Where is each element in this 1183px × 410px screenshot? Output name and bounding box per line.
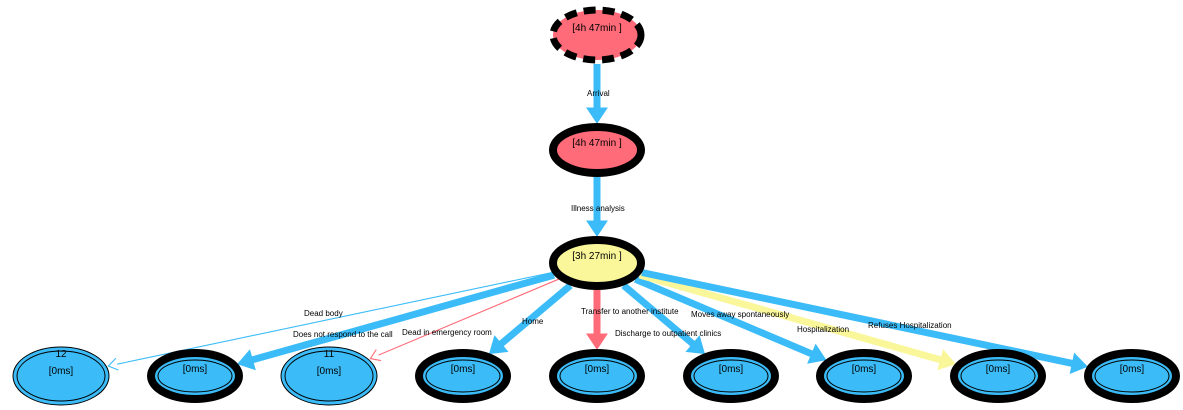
no-response-node[interactable]: [0ms] — [147, 349, 243, 403]
node-duration-label: [0ms] — [1120, 364, 1145, 375]
node-inner-ring — [16, 350, 106, 402]
node-duration-label: [4h 47min ] — [572, 138, 622, 149]
node-shape — [549, 123, 645, 177]
node-shape — [280, 346, 378, 406]
edges-layer — [107, 64, 1088, 375]
edge-label: Home — [522, 317, 544, 326]
analysis-node[interactable]: [3h 27min ] — [549, 236, 645, 290]
edge-label: Arrival — [587, 89, 610, 98]
edge-n3-nF — [638, 271, 956, 371]
edge-n3-nB — [488, 282, 573, 355]
node-inner-ring — [559, 359, 635, 393]
edge-arrowhead — [107, 357, 119, 371]
node-duration-label: [0ms] — [49, 366, 74, 377]
edge-arrowhead — [488, 335, 509, 355]
node-duration-label: [0ms] — [317, 366, 342, 377]
edge-n3-n12 — [107, 271, 553, 371]
edge-label: Does not respond to the call — [293, 330, 393, 339]
hospitalization-node[interactable]: [0ms] — [950, 349, 1046, 403]
edge-arrowhead — [586, 220, 608, 237]
edge-arrowhead — [237, 349, 256, 371]
outpatient-node[interactable]: [0ms] — [683, 349, 779, 403]
edge-label: Discharge to outpatient clinics — [615, 329, 721, 338]
edge-n3-nC — [586, 290, 608, 350]
node-duration-label: [0ms] — [719, 364, 744, 375]
edge-n1-n2 — [586, 64, 608, 124]
node-inner-ring — [425, 359, 501, 393]
edge-label: Dead in emergency room — [402, 328, 492, 337]
node-number: 12 — [55, 349, 67, 360]
node-shape — [415, 349, 511, 403]
node-inner-ring — [157, 359, 233, 393]
edge-label: Dead body — [304, 309, 343, 318]
node-shape — [950, 349, 1046, 403]
edge-line — [633, 276, 814, 358]
edge-line — [498, 282, 573, 347]
edge-n3-nG — [641, 269, 1088, 375]
node-inner-ring — [693, 359, 769, 393]
dead-body-node[interactable]: 12 [0ms] — [12, 346, 110, 406]
edge-arrowhead — [685, 335, 706, 355]
edge-line — [641, 269, 1074, 367]
node-inner-ring — [284, 350, 374, 402]
edge-arrowhead — [937, 349, 956, 371]
nodes-layer: [4h 47min ] [4h 47min ] [3h 27min ] 12 [0ms]… — [12, 6, 1180, 406]
node-inner-ring — [960, 359, 1036, 393]
node-shape — [147, 349, 243, 403]
edge-line — [638, 271, 942, 364]
edge-arrowhead — [807, 343, 827, 364]
edge-arrowhead — [586, 333, 608, 350]
node-duration-label: [3h 27min ] — [572, 251, 622, 262]
dead-in-emergency-node[interactable]: 11 [0ms] — [280, 346, 378, 406]
node-inner-ring — [1094, 359, 1170, 393]
node-shape — [816, 349, 912, 403]
node-shape — [549, 6, 645, 64]
arrival-node[interactable]: [4h 47min ] — [549, 123, 645, 177]
edge-n2-n3 — [586, 177, 608, 237]
node-shape — [1084, 349, 1180, 403]
node-duration-label: [0ms] — [451, 364, 476, 375]
edge-label: Transfer to another institute — [581, 307, 679, 316]
node-duration-label: [4h 47min ] — [572, 23, 622, 34]
edge-label: Illness analysis — [571, 204, 625, 213]
node-duration-label: [0ms] — [852, 364, 877, 375]
node-shape — [683, 349, 779, 403]
refuses-hospitalization-node[interactable]: [0ms] — [1084, 349, 1180, 403]
moves-away-node[interactable]: [0ms] — [816, 349, 912, 403]
node-duration-label: [0ms] — [986, 364, 1011, 375]
edge-label: Moves away spontaneously — [691, 310, 789, 319]
edge-line — [378, 278, 559, 356]
node-shape — [12, 346, 110, 406]
node-shape — [549, 349, 645, 403]
edge-n3-nD — [621, 282, 706, 355]
node-shape — [549, 236, 645, 290]
edge-label: Hospitalization — [797, 325, 849, 334]
edge-arrowhead — [586, 107, 608, 124]
start-node[interactable]: [4h 47min ] — [549, 6, 645, 64]
edge-n3-nA — [237, 271, 556, 371]
edge-arrowhead — [369, 349, 382, 362]
node-duration-label: [0ms] — [183, 364, 208, 375]
edge-line — [117, 271, 553, 365]
node-inner-ring — [826, 359, 902, 393]
node-number: 11 — [324, 349, 335, 360]
transfer-node[interactable]: [0ms] — [549, 349, 645, 403]
edge-label: Refuses Hospitalization — [868, 321, 952, 330]
edge-n3-n11 — [369, 278, 559, 362]
edge-line — [251, 271, 556, 364]
edge-arrowhead — [1069, 352, 1088, 375]
edge-line — [621, 282, 696, 347]
node-duration-label: [0ms] — [585, 364, 610, 375]
edge-n3-nE — [633, 276, 827, 364]
home-node[interactable]: [0ms] — [415, 349, 511, 403]
